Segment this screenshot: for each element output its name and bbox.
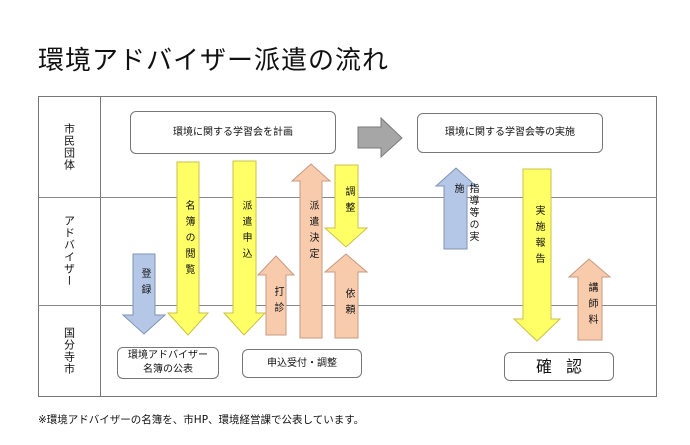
arrow-label-fee: 講師料 (586, 282, 597, 330)
lane-label-city: 国分寺市 (38, 305, 100, 397)
arrow-report (512, 168, 562, 342)
box-text: 申込受付・調整 (267, 357, 337, 369)
lane-label-advisor: アドバイザー (38, 197, 100, 305)
arrow-sounding (256, 255, 296, 336)
arrow-request (323, 253, 369, 339)
arrow-label-browse-list: 名簿の閲覧 (183, 200, 194, 280)
arrow-flow-right (357, 116, 403, 159)
arrow-register (121, 253, 167, 335)
box-text: 環境に関する学習会等の実施 (445, 127, 575, 138)
box-confirm: 確認 (504, 352, 614, 381)
lane-label-citizen-group: 市民団体 (38, 96, 100, 197)
box-accept-and-adjust: 申込受付・調整 (242, 349, 362, 378)
arrow-fee (567, 258, 612, 341)
box-implement-study-session: 環境に関する学習会等の実施 (417, 113, 603, 153)
arrow-label-report: 実施報告 (533, 205, 544, 269)
box-text: 環境に関する学習会を計画 (173, 126, 293, 138)
lane-label-divider (100, 96, 101, 397)
box-text-line2: 名簿の公表 (143, 364, 193, 375)
lane-label-text: 国分寺市 (62, 327, 76, 375)
arrow-browse-list (166, 161, 210, 336)
arrow-label-dispatch-decide: 派遣決定 (307, 200, 318, 264)
swimlane-table (38, 96, 657, 397)
arrow-adjust (323, 164, 369, 248)
arrow-label-dispatch-apply: 派遣申込 (240, 200, 251, 264)
box-text: 確認 (535, 356, 596, 376)
arrow-label-register: 登録 (139, 268, 150, 300)
arrow-label-adjust: 調整 (343, 186, 354, 218)
arrow-label-guidance: 指導等の実施 (452, 183, 478, 243)
arrow-guidance (434, 167, 478, 250)
arrow-label-sounding: 打診 (272, 286, 283, 318)
footnote: ※環境アドバイザーの名簿を、市HP、環境経営課で公表しています。 (38, 414, 365, 426)
arrow-dispatch-decide (290, 163, 332, 339)
lane-label-text: アドバイザー (62, 215, 76, 287)
page-title: 環境アドバイザー派遣の流れ (38, 46, 390, 76)
lane-label-text: 市民団体 (62, 122, 76, 171)
arrow-dispatch-apply (222, 160, 267, 336)
box-publish-advisor-list: 環境アドバイザー 名簿の公表 (117, 347, 219, 379)
box-text-line1: 環境アドバイザー (128, 350, 208, 361)
box-plan-study-session: 環境に関する学習会を計画 (130, 111, 336, 154)
arrow-label-request: 依頼 (343, 288, 354, 320)
